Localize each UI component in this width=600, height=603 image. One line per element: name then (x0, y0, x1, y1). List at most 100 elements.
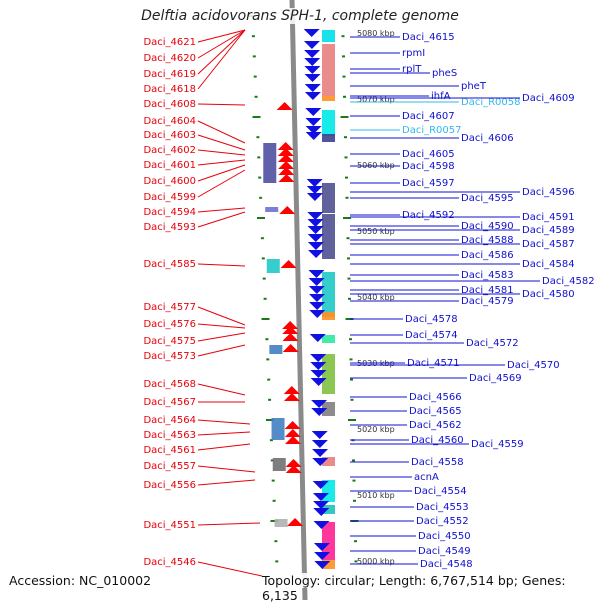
right-strand-arrow (308, 286, 325, 294)
gene-leader-line (197, 383, 246, 396)
tick-mark-left (261, 257, 265, 260)
right-strand-arrow (309, 334, 326, 342)
left-strand-arrow (283, 386, 300, 394)
right-strand-arrow (303, 41, 320, 49)
tick-mark-left (272, 499, 276, 502)
gene-label-right: Daci_R0058 (461, 97, 521, 108)
gene-label-right: Daci_4606 (461, 133, 514, 144)
right-strand-arrow (307, 212, 324, 220)
tick-mark-right (349, 338, 352, 341)
tick-mark-left (274, 540, 278, 543)
right-strand-arrow (311, 431, 328, 439)
gene-label-right: Daci_R0057 (402, 125, 462, 136)
gene-label-left: Daci_4600 (143, 176, 196, 187)
left-strand-arrow (277, 148, 294, 156)
right-strand-arrow (309, 302, 326, 310)
tick-mark-right (345, 318, 354, 320)
feature-block-right (322, 522, 335, 560)
gene-label-right: Daci_4548 (420, 559, 473, 570)
right-strand-arrow (313, 508, 330, 516)
right-strand-arrow (306, 179, 323, 187)
tick-mark-left (259, 196, 263, 199)
right-strand-arrow (310, 362, 327, 370)
gene-label-right: Daci_4550 (418, 531, 471, 542)
right-strand-arrow (309, 310, 326, 318)
gene-label-right: Daci_4572 (466, 338, 519, 349)
gene-label-right: Daci_4597 (402, 178, 455, 189)
left-strand-arrow (283, 393, 300, 401)
right-strand-arrow (304, 74, 321, 82)
gene-label-right: Daci_4587 (522, 239, 575, 250)
left-strand-arrow (279, 206, 296, 214)
gene-label-left: Daci_4551 (143, 520, 196, 531)
tick-mark-left (252, 116, 261, 118)
tick-mark-left (275, 560, 279, 563)
gene-label-right: Daci_4565 (409, 406, 462, 417)
right-strand-arrow (304, 92, 321, 100)
feature-block-right (322, 335, 335, 343)
left-strand-arrow (280, 260, 297, 268)
tick-mark-left (252, 55, 256, 58)
feature-block-left (266, 259, 280, 273)
right-strand-arrow (314, 552, 331, 560)
left-strand-arrow (276, 102, 293, 110)
left-strand-arrow (282, 326, 299, 334)
gene-label-right: Daci_4596 (522, 187, 575, 198)
gene-label-right: Daci_4552 (416, 516, 469, 527)
gene-label-right: Daci_4553 (416, 502, 469, 513)
genome-axis (289, 0, 308, 600)
right-strand-arrow (308, 270, 325, 278)
tick-mark-left (251, 35, 255, 38)
gene-label-right: Daci_4582 (542, 276, 595, 287)
feature-block-right (322, 30, 335, 42)
right-strand-arrow (312, 493, 329, 501)
right-strand-arrow (313, 501, 330, 509)
gene-label-right: Daci_4584 (522, 259, 575, 270)
gene-label-left: Daci_4620 (143, 53, 196, 64)
gene-label-right: Daci_4554 (414, 486, 467, 497)
right-strand-arrow (307, 234, 324, 242)
gene-leader-line (197, 149, 246, 156)
right-strand-arrow (312, 449, 329, 457)
tick-mark-right (343, 217, 351, 219)
gene-label-right: Daci_4615 (402, 32, 455, 43)
feature-block-right (322, 354, 335, 394)
gene-label-right: Daci_4592 (402, 210, 455, 221)
gene-leader-line (197, 29, 246, 59)
gene-label-left: Daci_4604 (143, 116, 196, 127)
tick-mark-right (352, 459, 355, 462)
right-strand-arrow (311, 408, 328, 416)
right-strand-arrow (305, 132, 322, 140)
gene-label-right: Daci_4605 (402, 149, 455, 160)
feature-block-right (322, 110, 335, 136)
tick-mark-left (266, 419, 274, 421)
gene-label-left: Daci_4608 (143, 99, 196, 110)
kbp-marker: 5020 kbp (357, 425, 395, 434)
gene-label-left: Daci_4563 (143, 430, 196, 441)
tick-mark-right (341, 35, 345, 38)
gene-leader-line (197, 306, 246, 326)
right-strand-arrow (310, 354, 327, 362)
right-strand-arrow (311, 400, 328, 408)
tick-mark-left (266, 358, 270, 361)
gene-leader-line (197, 443, 251, 451)
gene-leader-line (197, 465, 256, 473)
left-strand-arrow (282, 344, 299, 352)
gene-label-right: Daci_4586 (461, 250, 514, 261)
gene-leader-line (197, 159, 246, 166)
right-strand-arrow (312, 481, 329, 489)
right-strand-arrow (304, 58, 321, 66)
right-strand-arrow (306, 193, 323, 201)
tick-mark-left (258, 176, 262, 179)
gene-leader-line (197, 323, 246, 329)
gene-leader-line (197, 263, 246, 267)
gene-label-right: Daci_4589 (522, 225, 575, 236)
gene-label-left: Daci_4561 (143, 445, 196, 456)
gene-label-right: Daci_4580 (522, 289, 575, 300)
feature-block-right (322, 214, 335, 259)
gene-label-left: Daci_4621 (143, 37, 196, 48)
gene-label-right: pheS (432, 68, 457, 79)
right-strand-arrow (307, 242, 324, 250)
gene-leader-line (197, 431, 251, 436)
gene-leader-line (197, 29, 246, 75)
